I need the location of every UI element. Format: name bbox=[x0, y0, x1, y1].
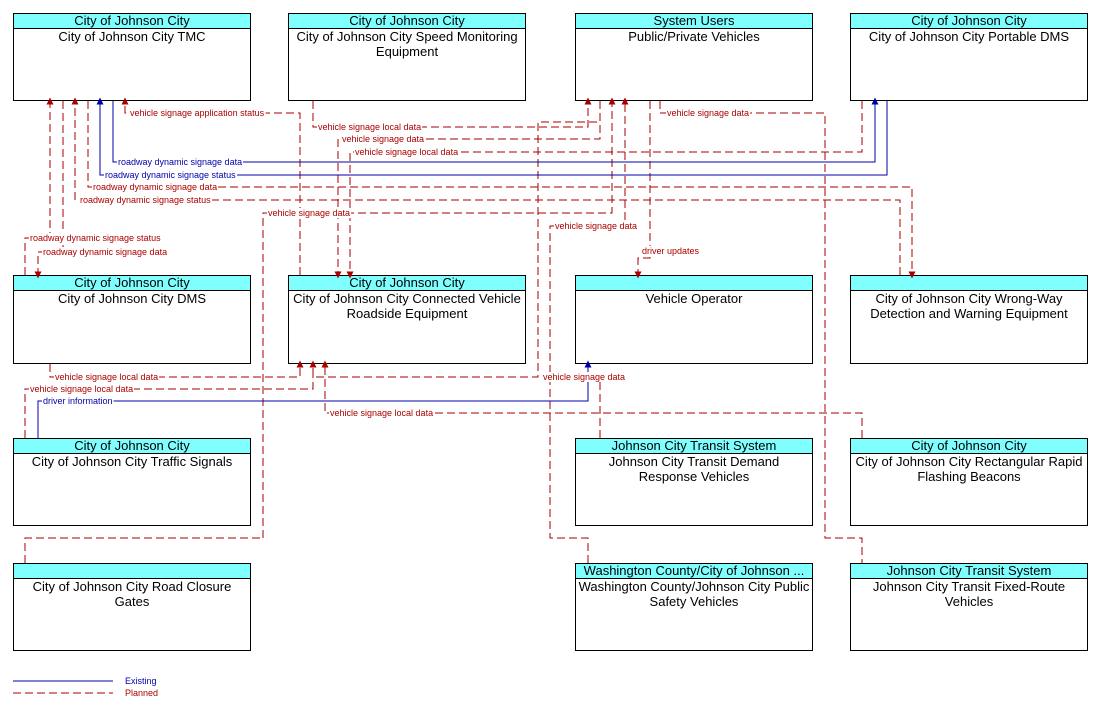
flow-label-background bbox=[92, 182, 219, 192]
legend-planned-label: Planned bbox=[125, 688, 158, 698]
element-name: City of Johnson City DMS bbox=[57, 291, 207, 306]
flow-line bbox=[262, 97, 616, 538]
flow-label-background bbox=[542, 372, 627, 382]
flow-label-background bbox=[79, 195, 213, 205]
flow-label: roadway dynamic signage status bbox=[80, 195, 211, 205]
legend: Existing Planned bbox=[13, 676, 158, 698]
element-name: City of Johnson City Connected Vehicle R… bbox=[293, 291, 521, 321]
element-speed-monitoring[interactable]: City of Johnson City City of Johnson Cit… bbox=[288, 13, 526, 101]
flow-label-background bbox=[129, 108, 266, 118]
element-public-safety-vehicles[interactable]: Washington County/City of Johnson ... Wa… bbox=[575, 563, 813, 651]
flow-label: driver updates bbox=[642, 246, 700, 256]
element-owner: City of Johnson City bbox=[14, 276, 250, 291]
flow-label: vehicle signage local data bbox=[318, 122, 421, 132]
flow-label: vehicle signage data bbox=[342, 134, 424, 144]
element-owner: Washington County/City of Johnson ... bbox=[576, 564, 812, 579]
flow-line bbox=[121, 97, 301, 275]
element-public-private-vehicles[interactable]: System Users Public/Private Vehicles bbox=[575, 13, 813, 101]
flow-line bbox=[96, 97, 888, 176]
flow-label-background bbox=[317, 122, 423, 132]
flow-label-background bbox=[54, 372, 160, 382]
flow-label-background bbox=[666, 108, 751, 118]
flow-label-background bbox=[329, 408, 435, 418]
flow-line bbox=[24, 537, 263, 563]
element-name: City of Johnson City Wrong-Way Detection… bbox=[870, 291, 1068, 321]
flow-label: vehicle signage data bbox=[667, 108, 749, 118]
flow-line bbox=[112, 97, 879, 163]
flow-label-background bbox=[42, 396, 114, 406]
flow-label-background bbox=[117, 157, 244, 167]
flow-label: vehicle signage data bbox=[543, 372, 625, 382]
element-owner bbox=[576, 276, 812, 291]
element-owner bbox=[851, 276, 1087, 291]
flow-label-background bbox=[341, 134, 426, 144]
element-owner: City of Johnson City bbox=[14, 439, 250, 454]
flow-label: vehicle signage application status bbox=[130, 108, 265, 118]
element-name: City of Johnson City Portable DMS bbox=[868, 29, 1070, 44]
element-owner: Johnson City Transit System bbox=[851, 564, 1087, 579]
flow-label-background bbox=[641, 246, 701, 256]
element-name: City of Johnson City Speed Monitoring Eq… bbox=[296, 29, 518, 59]
flow-line bbox=[321, 360, 863, 438]
element-name: Johnson City Transit Demand Response Veh… bbox=[608, 454, 780, 484]
flow-label: roadway dynamic signage data bbox=[93, 182, 217, 192]
flow-label: roadway dynamic signage status bbox=[105, 170, 236, 180]
flow-line bbox=[659, 101, 863, 563]
element-owner: Johnson City Transit System bbox=[576, 439, 812, 454]
flow-line bbox=[49, 360, 304, 378]
element-name: City of Johnson City Traffic Signals bbox=[31, 454, 233, 469]
element-owner: System Users bbox=[576, 14, 812, 29]
element-connected-vehicle-rse[interactable]: City of Johnson City City of Johnson Cit… bbox=[288, 275, 526, 364]
flow-label: vehicle signage data bbox=[555, 221, 637, 231]
element-portable-dms[interactable]: City of Johnson City City of Johnson Cit… bbox=[850, 13, 1088, 101]
element-owner: City of Johnson City bbox=[851, 14, 1087, 29]
flow-label: vehicle signage local data bbox=[30, 384, 133, 394]
flow-line bbox=[71, 97, 901, 275]
element-name: Johnson City Transit Fixed-Route Vehicle… bbox=[872, 579, 1066, 609]
element-rrfb[interactable]: City of Johnson City City of Johnson Cit… bbox=[850, 438, 1088, 526]
element-owner: City of Johnson City bbox=[289, 276, 525, 291]
flow-line bbox=[549, 97, 629, 563]
element-name: Vehicle Operator bbox=[645, 291, 743, 306]
flow-label-background bbox=[267, 208, 352, 218]
element-wrong-way-detection[interactable]: City of Johnson City Wrong-Way Detection… bbox=[850, 275, 1088, 364]
flow-label-background bbox=[104, 170, 238, 180]
flow-label: vehicle signage local data bbox=[330, 408, 433, 418]
element-transit-demand-response[interactable]: Johnson City Transit System Johnson City… bbox=[575, 438, 813, 526]
element-owner: City of Johnson City bbox=[851, 439, 1087, 454]
flow-label: vehicle signage data bbox=[268, 208, 350, 218]
element-transit-fixed-route[interactable]: Johnson City Transit System Johnson City… bbox=[850, 563, 1088, 651]
flow-label-background bbox=[554, 221, 639, 231]
flow-line bbox=[37, 360, 592, 438]
legend-existing-label: Existing bbox=[125, 676, 157, 686]
element-name: Public/Private Vehicles bbox=[628, 29, 760, 44]
flow-line bbox=[87, 101, 916, 279]
element-owner: City of Johnson City bbox=[289, 14, 525, 29]
flow-label: roadway dynamic signage status bbox=[30, 233, 161, 243]
flow-label-background bbox=[354, 147, 460, 157]
flow-label-background bbox=[29, 384, 135, 394]
flow-label: vehicle signage local data bbox=[55, 372, 158, 382]
flow-label: roadway dynamic signage data bbox=[118, 157, 242, 167]
flow-line bbox=[24, 364, 314, 438]
flow-label: roadway dynamic signage data bbox=[43, 247, 167, 257]
element-name: City of Johnson City Rectangular Rapid F… bbox=[855, 454, 1083, 484]
element-road-closure-gates[interactable]: City of Johnson City Road Closure Gates bbox=[13, 563, 251, 651]
flow-label: vehicle signage local data bbox=[355, 147, 458, 157]
element-vehicle-operator[interactable]: Vehicle Operator bbox=[575, 275, 813, 364]
element-name: Washington County/Johnson City Public Sa… bbox=[578, 579, 810, 609]
element-owner bbox=[14, 564, 250, 579]
element-tmc[interactable]: City of Johnson City City of Johnson Cit… bbox=[13, 13, 251, 101]
element-owner: City of Johnson City bbox=[14, 14, 250, 29]
flow-label-background bbox=[42, 247, 169, 257]
element-traffic-signals[interactable]: City of Johnson City City of Johnson Cit… bbox=[13, 438, 251, 526]
element-name: City of Johnson City Road Closure Gates bbox=[32, 579, 232, 609]
flow-label-background bbox=[29, 233, 163, 243]
flow-label: driver information bbox=[43, 396, 113, 406]
element-dms[interactable]: City of Johnson City City of Johnson Cit… bbox=[13, 275, 251, 364]
flow-line bbox=[312, 97, 592, 128]
flow-line bbox=[634, 101, 651, 279]
element-name: City of Johnson City TMC bbox=[58, 29, 206, 44]
